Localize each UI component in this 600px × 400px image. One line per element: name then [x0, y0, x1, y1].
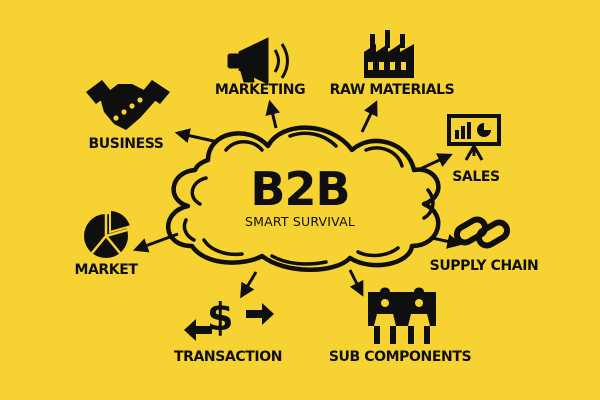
node-label-business: BUSINESS: [88, 136, 164, 152]
puzzle-people-icon: [368, 287, 436, 344]
pie-chart-icon: [84, 208, 133, 258]
node-label-raw-materials: RAW MATERIALS: [329, 82, 455, 98]
center-subtitle: SMART SURVIVAL: [244, 214, 356, 229]
node-label-transaction: TRANSACTION: [173, 349, 283, 365]
presentation-board-icon: [447, 114, 501, 161]
factory-icon: [364, 30, 414, 78]
dollar-sign-icon: $: [207, 295, 234, 339]
chain-link-icon: [453, 216, 511, 249]
node-label-sub-components: SUB COMPONENTS: [328, 349, 472, 365]
center-cloud-icon: [166, 125, 441, 272]
connector-arrows: [132, 99, 463, 299]
node-label-sales: SALES: [452, 169, 500, 185]
node-label-supply-chain: SUPPLY CHAIN: [429, 258, 539, 274]
dollar-exchange-icon: [184, 303, 274, 341]
handshake-icon: [86, 80, 170, 130]
center-title: B2B: [250, 162, 350, 216]
node-label-marketing: MARKETING: [214, 82, 306, 98]
megaphone-icon: [227, 37, 289, 85]
node-label-market: MARKET: [74, 262, 138, 278]
